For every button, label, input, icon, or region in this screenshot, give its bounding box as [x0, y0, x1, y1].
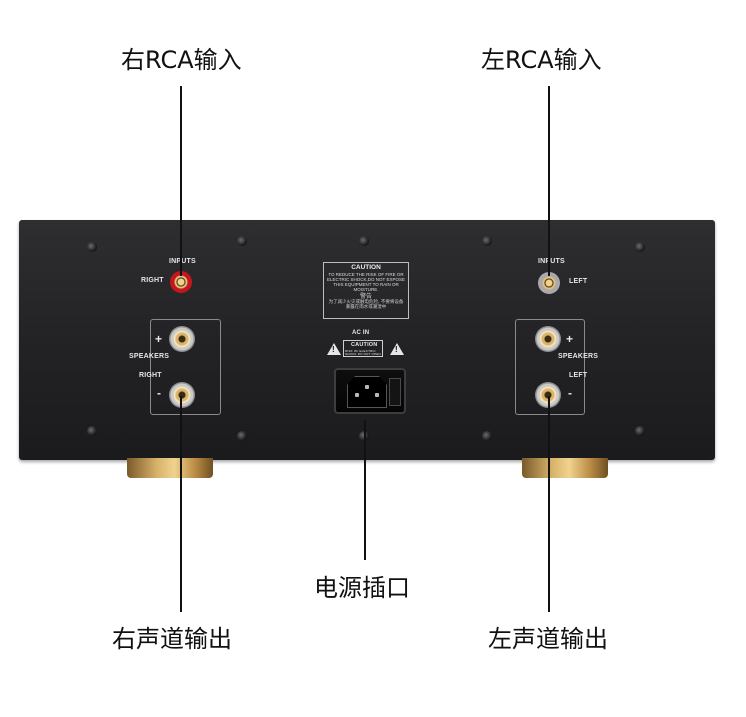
- iec-power-socket[interactable]: [334, 368, 406, 414]
- caution-text: TO REDUCE THE RISK OF FIRE OR ELECTRIC S…: [327, 271, 405, 293]
- inputs-right-header: INPUTS: [169, 258, 196, 265]
- right-negative-sign: -: [157, 386, 161, 400]
- screw-icon: [359, 236, 369, 246]
- left-negative-sign: -: [568, 386, 572, 400]
- socket-pin: [365, 385, 369, 389]
- left-foot: [522, 458, 608, 478]
- right-rca-input-callout: 右RCA输入: [121, 46, 242, 74]
- amplifier-rear-panel: INPUTS RIGHT INPUTS LEFT + - SPEAKERS RI…: [19, 220, 715, 460]
- left-rca-jack[interactable]: [538, 272, 560, 294]
- caution-plate: CAUTION TO REDUCE THE RISK OF FIRE OR EL…: [323, 262, 409, 319]
- right-positive-sign: +: [155, 332, 163, 346]
- screw-icon: [635, 242, 645, 252]
- leader-line-left-output: [548, 396, 550, 612]
- warning-cn-text: 为了减少火灾或触电危险, 不要将设备暴露在雨水或潮湿中: [328, 299, 404, 311]
- screw-icon: [237, 236, 247, 246]
- right-rca-jack[interactable]: [170, 271, 192, 293]
- left-rca-input-callout: 左RCA输入: [481, 46, 602, 74]
- screw-icon: [87, 426, 97, 436]
- screw-icon: [635, 426, 645, 436]
- leader-line-power: [364, 420, 366, 560]
- leader-line-right-rca: [180, 86, 182, 276]
- left-speaker-positive-post[interactable]: [535, 326, 561, 352]
- socket-pin: [355, 393, 359, 397]
- power-inlet-icon: [347, 376, 387, 408]
- leader-line-left-rca: [548, 86, 550, 276]
- inputs-right-side-label: RIGHT: [141, 277, 164, 284]
- right-speaker-terminal-box: [150, 319, 221, 415]
- screw-icon: [237, 431, 247, 441]
- screw-icon: [482, 236, 492, 246]
- inputs-left-header: INPUTS: [538, 258, 565, 265]
- ac-caution-title: CAUTION: [351, 342, 378, 348]
- left-positive-sign: +: [566, 332, 574, 346]
- speakers-left-label: SPEAKERS: [558, 353, 599, 360]
- ac-caution-box: CAUTION RISK OF ELECTRIC SHOCK DO NOT OP…: [343, 340, 383, 357]
- speakers-right-side-label: RIGHT: [139, 372, 162, 379]
- ac-caution-sub: RISK OF ELECTRIC SHOCK DO NOT OPEN: [345, 349, 381, 356]
- socket-pin: [375, 393, 379, 397]
- left-speaker-terminal-box: [515, 319, 585, 415]
- warning-triangle-icon: !: [327, 343, 341, 355]
- right-foot: [127, 458, 213, 478]
- right-speaker-positive-post[interactable]: [169, 326, 195, 352]
- screw-icon: [87, 242, 97, 252]
- speakers-left-side-label: LEFT: [569, 372, 588, 379]
- right-speaker-negative-post[interactable]: [169, 382, 195, 408]
- warning-cn-title: 警告: [359, 292, 372, 300]
- right-channel-output-callout: 右声道输出: [112, 625, 232, 653]
- ac-in-label: AC IN: [352, 330, 370, 336]
- warning-triangle-icon: !: [390, 343, 404, 355]
- leader-line-right-output: [180, 396, 182, 612]
- screw-icon: [482, 431, 492, 441]
- speakers-right-label: SPEAKERS: [129, 353, 170, 360]
- fuse-drawer[interactable]: [389, 378, 401, 406]
- power-socket-callout: 电源插口: [314, 574, 410, 602]
- caution-title: CAUTION: [351, 264, 381, 271]
- left-channel-output-callout: 左声道输出: [488, 625, 608, 653]
- inputs-left-side-label: LEFT: [569, 278, 588, 285]
